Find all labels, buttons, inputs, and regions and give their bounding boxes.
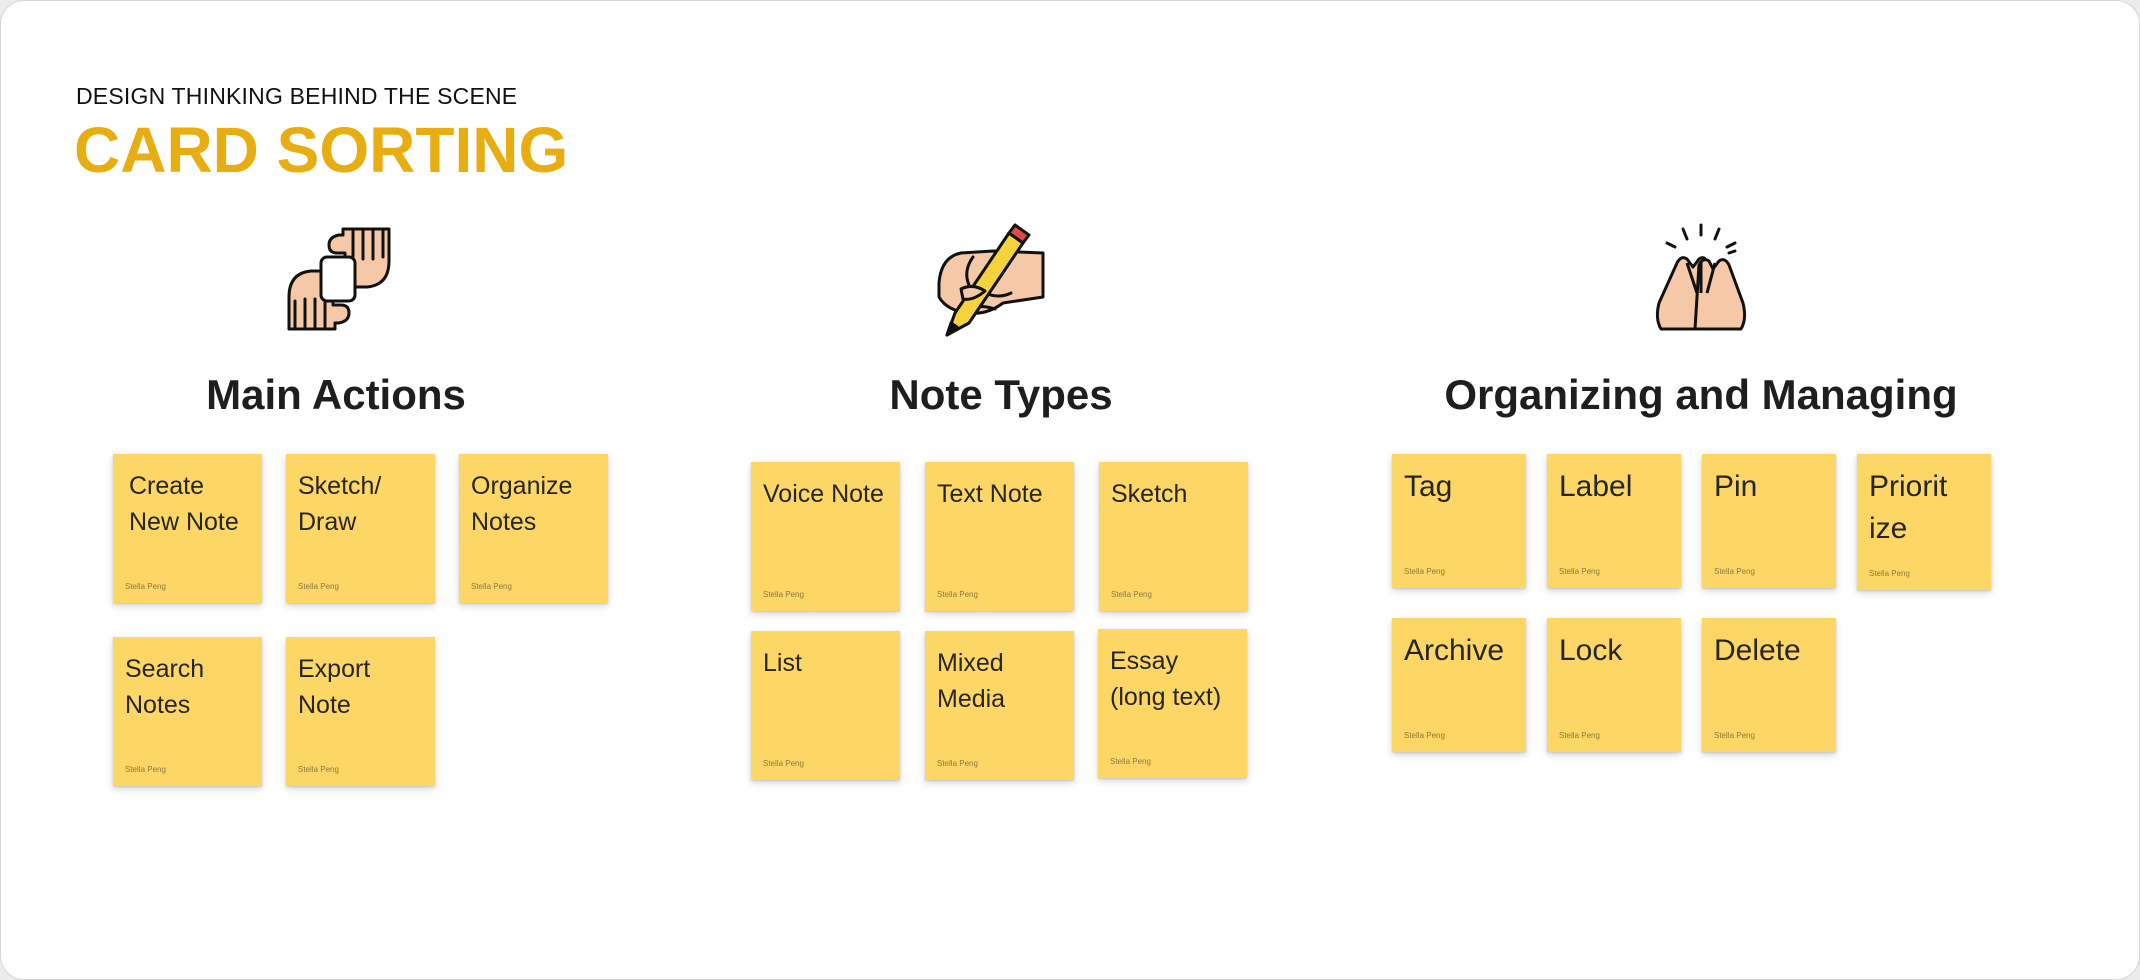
clapping-hands-icon xyxy=(1655,223,1747,331)
sticky-note[interactable]: Priorit ize Stella Peng xyxy=(1857,454,1991,590)
sticky-note[interactable]: Lock Stella Peng xyxy=(1547,618,1681,752)
sticky-note[interactable]: Mixed Media Stella Peng xyxy=(925,631,1074,780)
sticky-note[interactable]: Voice Note Stella Peng xyxy=(751,462,900,611)
sticky-note[interactable]: Tag Stella Peng xyxy=(1392,454,1526,588)
sticky-note[interactable]: Delete Stella Peng xyxy=(1702,618,1836,752)
sticky-note[interactable]: Search Notes Stella Peng xyxy=(113,637,262,786)
page-eyebrow: DESIGN THINKING BEHIND THE SCENE xyxy=(76,83,518,109)
sticky-note[interactable]: List Stella Peng xyxy=(751,631,900,780)
sticky-note[interactable]: Archive Stella Peng xyxy=(1392,618,1526,752)
sticky-note[interactable]: Create New Note Stella Peng xyxy=(113,454,262,603)
hand-writing-pencil-icon xyxy=(937,223,1045,337)
sticky-note[interactable]: Export Note Stella Peng xyxy=(286,637,435,786)
group-heading-organizing: Organizing and Managing xyxy=(1444,371,1958,418)
sticky-note[interactable]: Text Note Stella Peng xyxy=(925,462,1074,611)
page-title: CARD SORTING xyxy=(74,114,569,186)
group-heading-note-types: Note Types xyxy=(889,371,1113,418)
group-heading-main-actions: Main Actions xyxy=(206,371,466,418)
sticky-note[interactable]: Pin Stella Peng xyxy=(1702,454,1836,588)
hands-framing-icon xyxy=(287,227,391,331)
sticky-note[interactable]: Sketch/ Draw Stella Peng xyxy=(286,454,435,603)
sticky-note[interactable]: Sketch Stella Peng xyxy=(1099,462,1248,611)
sticky-note[interactable]: Organize Notes Stella Peng xyxy=(459,454,608,603)
sticky-note[interactable]: Label Stella Peng xyxy=(1547,454,1681,588)
sticky-note[interactable]: Essay (long text) Stella Peng xyxy=(1098,629,1247,778)
